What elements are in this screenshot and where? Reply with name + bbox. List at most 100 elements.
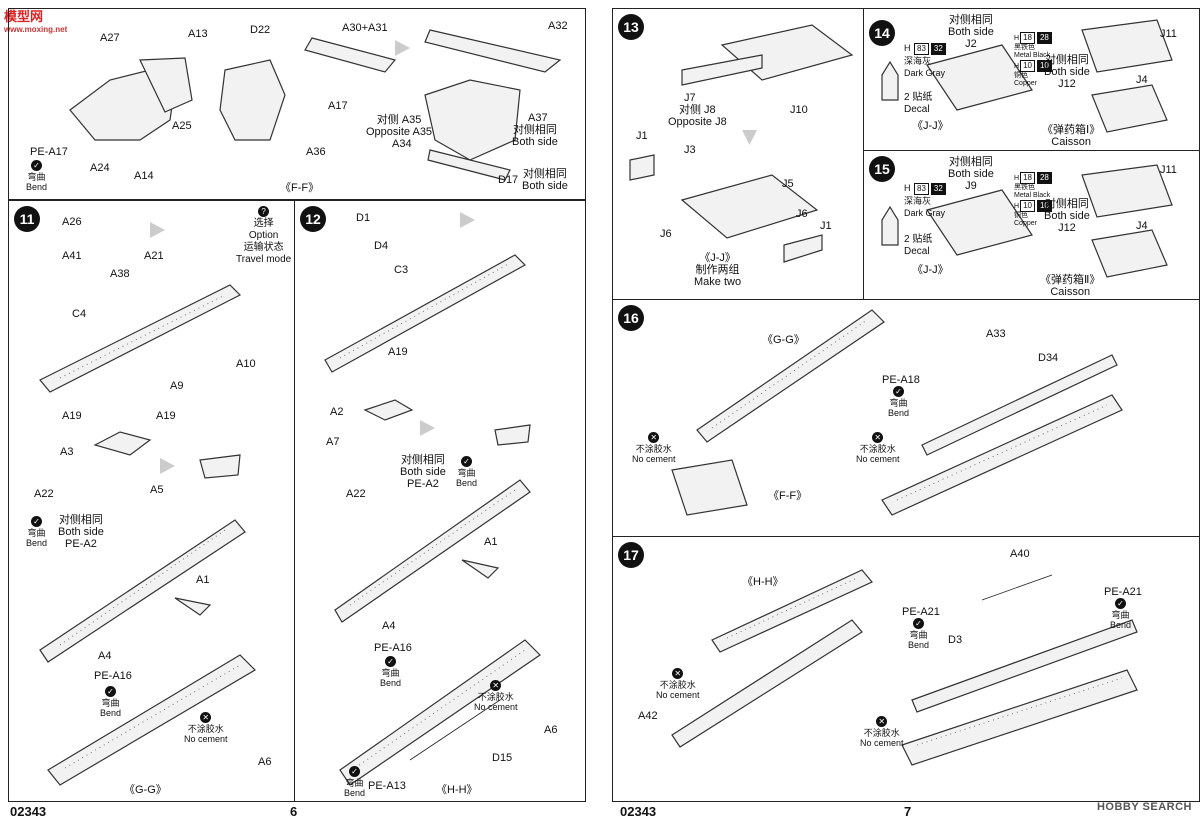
label-bothside-top: 对侧相同 Both side <box>512 124 558 148</box>
label-a10: A10 <box>236 358 256 370</box>
left-page-art <box>39 29 562 786</box>
bend-en: Bend <box>908 640 930 650</box>
s12-part-d15 <box>409 699 501 761</box>
right-page-art <box>629 19 1173 766</box>
j12: J12 <box>1058 78 1076 90</box>
no-cement-icon: ✕ <box>872 432 884 443</box>
step-17-number: 17 <box>618 542 644 568</box>
label-d34: D34 <box>1038 352 1059 364</box>
s11-trail-c4 <box>39 284 242 393</box>
label-a13: A13 <box>188 28 208 40</box>
s16-no-cement-note: ✕ 不涂胶水 No cement <box>632 432 676 464</box>
label-a22-s12: A22 <box>346 488 366 500</box>
bothside2-en: Both side <box>1044 210 1090 222</box>
label-j1-b: J1 <box>820 220 832 232</box>
j8-cn: 对侧 J8 <box>679 104 716 116</box>
step-16-panel <box>612 299 1200 537</box>
label-a24: A24 <box>90 162 110 174</box>
no-cement-cn: 不涂胶水 <box>659 680 696 690</box>
bend-icon: ✓ <box>105 686 117 697</box>
s15-part-j11 <box>1081 164 1173 218</box>
s15-caisson-closed <box>1091 229 1168 278</box>
label-a19: A19 <box>388 346 408 358</box>
paint-en: Dark Gray <box>904 208 946 218</box>
no-cement-en: No cement <box>474 702 518 712</box>
option-en: Option <box>248 230 279 241</box>
step-16-number: 16 <box>618 305 644 331</box>
step-13-number: 13 <box>618 14 644 40</box>
step-11-number: 11 <box>14 206 40 232</box>
caisson-en: Caisson <box>1051 136 1091 148</box>
s12-arrow-2 <box>420 420 435 436</box>
copper-en: Copper <box>1014 80 1037 87</box>
step-17-panel <box>612 536 1200 802</box>
s17-part-a40 <box>981 574 1053 601</box>
travel-mode-en: Travel mode <box>236 254 292 265</box>
s17-no-cement-note: ✕ 不涂胶水 No cement <box>656 668 700 700</box>
label-a9: A9 <box>170 380 184 392</box>
no-cement-icon: ✕ <box>672 668 684 679</box>
no-cement-en: No cement <box>856 454 900 464</box>
s16-ff-mount <box>671 459 748 516</box>
s13-caisson-assembled <box>680 174 819 239</box>
s16-subassembly-gg: 《G-G》 <box>762 334 805 346</box>
top-section-ff <box>8 8 586 200</box>
product-code-left: 02343 <box>10 804 47 819</box>
s12-bend-note: ✓ 弯曲 Bend <box>456 456 477 488</box>
bothside-en: Both side <box>948 168 994 180</box>
bend-cn: 弯曲 <box>1111 610 1130 620</box>
metal-code-1: 18 <box>1020 172 1035 184</box>
paint-code-1: 83 <box>914 43 929 55</box>
s12-part-a1 <box>461 559 500 579</box>
s15-caisson-body <box>926 189 1033 256</box>
label-pe-a21-a: PE-A21 <box>902 606 940 618</box>
bend-en: Bend <box>26 538 48 548</box>
label-opposite-j8: 对侧 J8 Opposite J8 <box>668 104 727 128</box>
s11-arrow-2 <box>160 458 175 474</box>
s12-trail-upper <box>334 479 531 623</box>
s11-part-a1 <box>174 597 212 616</box>
bothside-en: Both side <box>58 526 104 538</box>
label-pe-a21-b: PE-A21 <box>1104 586 1142 598</box>
label-a2: A2 <box>330 406 344 418</box>
step-12-number: 12 <box>300 206 326 232</box>
label-d17: D17 <box>498 174 519 186</box>
right-page: 13 J7 对侧 J8 Opposite J8 J10 J1 J3 J5 J6 … <box>612 0 1200 823</box>
label-j7: J7 <box>684 92 696 104</box>
bend-en: Bend <box>888 408 910 418</box>
hobby-search-watermark: HOBBY SEARCH <box>1096 801 1192 813</box>
label-j4-s14: J4 <box>1136 74 1148 86</box>
paint-code-1: 83 <box>914 183 929 195</box>
label-j6-b: J6 <box>796 208 808 220</box>
s15-decal: 2 贴纸 Decal <box>904 234 932 258</box>
watermark-url: www.moxing.net <box>4 25 68 34</box>
paint-h: H <box>904 43 911 53</box>
metal-code-1: 18 <box>1020 32 1035 44</box>
label-a25: A25 <box>172 120 192 132</box>
bend-cn: 弯曲 <box>27 172 46 182</box>
ff-part-a30 <box>304 37 397 73</box>
label-j5: J5 <box>782 178 794 190</box>
bend-cn: 弯曲 <box>101 698 120 708</box>
label-bothside-top-2: 对侧相同 Both side <box>522 168 568 192</box>
paint-en: Dark Gray <box>904 68 946 78</box>
label-pe-a18: PE-A18 <box>882 374 920 386</box>
paint-h: H <box>904 183 911 193</box>
label-a3: A3 <box>60 446 74 458</box>
no-cement-en: No cement <box>632 454 676 464</box>
s12-no-cement-note: ✕ 不涂胶水 No cement <box>474 680 518 712</box>
label-j6-a: J6 <box>660 228 672 240</box>
metal-en: Metal Black <box>1014 52 1051 59</box>
s12-trail-c3 <box>324 254 526 373</box>
no-cement-icon: ✕ <box>876 716 888 727</box>
label-bothside-s14-2: 对侧相同 Both side J12 <box>1044 54 1090 90</box>
s11-no-cement-note: ✕ 不涂胶水 No cement <box>184 712 228 744</box>
bend-icon: ✓ <box>1115 598 1127 609</box>
s15-shell <box>881 205 899 246</box>
s15-subassembly-jj: 《J-J》 <box>912 264 949 276</box>
s11-arrow-1 <box>150 222 165 238</box>
s16-trail-assembled <box>881 394 1123 516</box>
